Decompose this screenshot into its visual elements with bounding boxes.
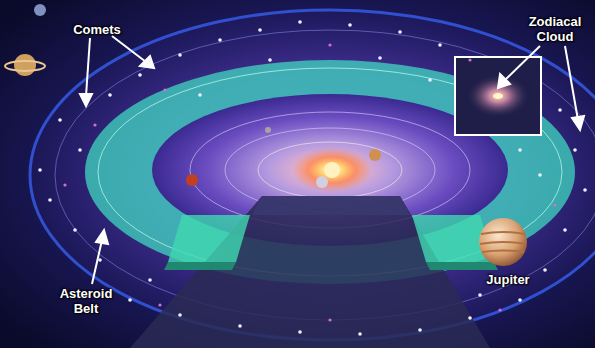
- zodiacal-cloud-label: Zodiacal Cloud: [519, 14, 591, 44]
- jupiter-label: Jupiter: [478, 272, 538, 287]
- comets-label: Comets: [62, 22, 132, 37]
- asteroid-belt-label: Asteroid Belt: [50, 286, 122, 316]
